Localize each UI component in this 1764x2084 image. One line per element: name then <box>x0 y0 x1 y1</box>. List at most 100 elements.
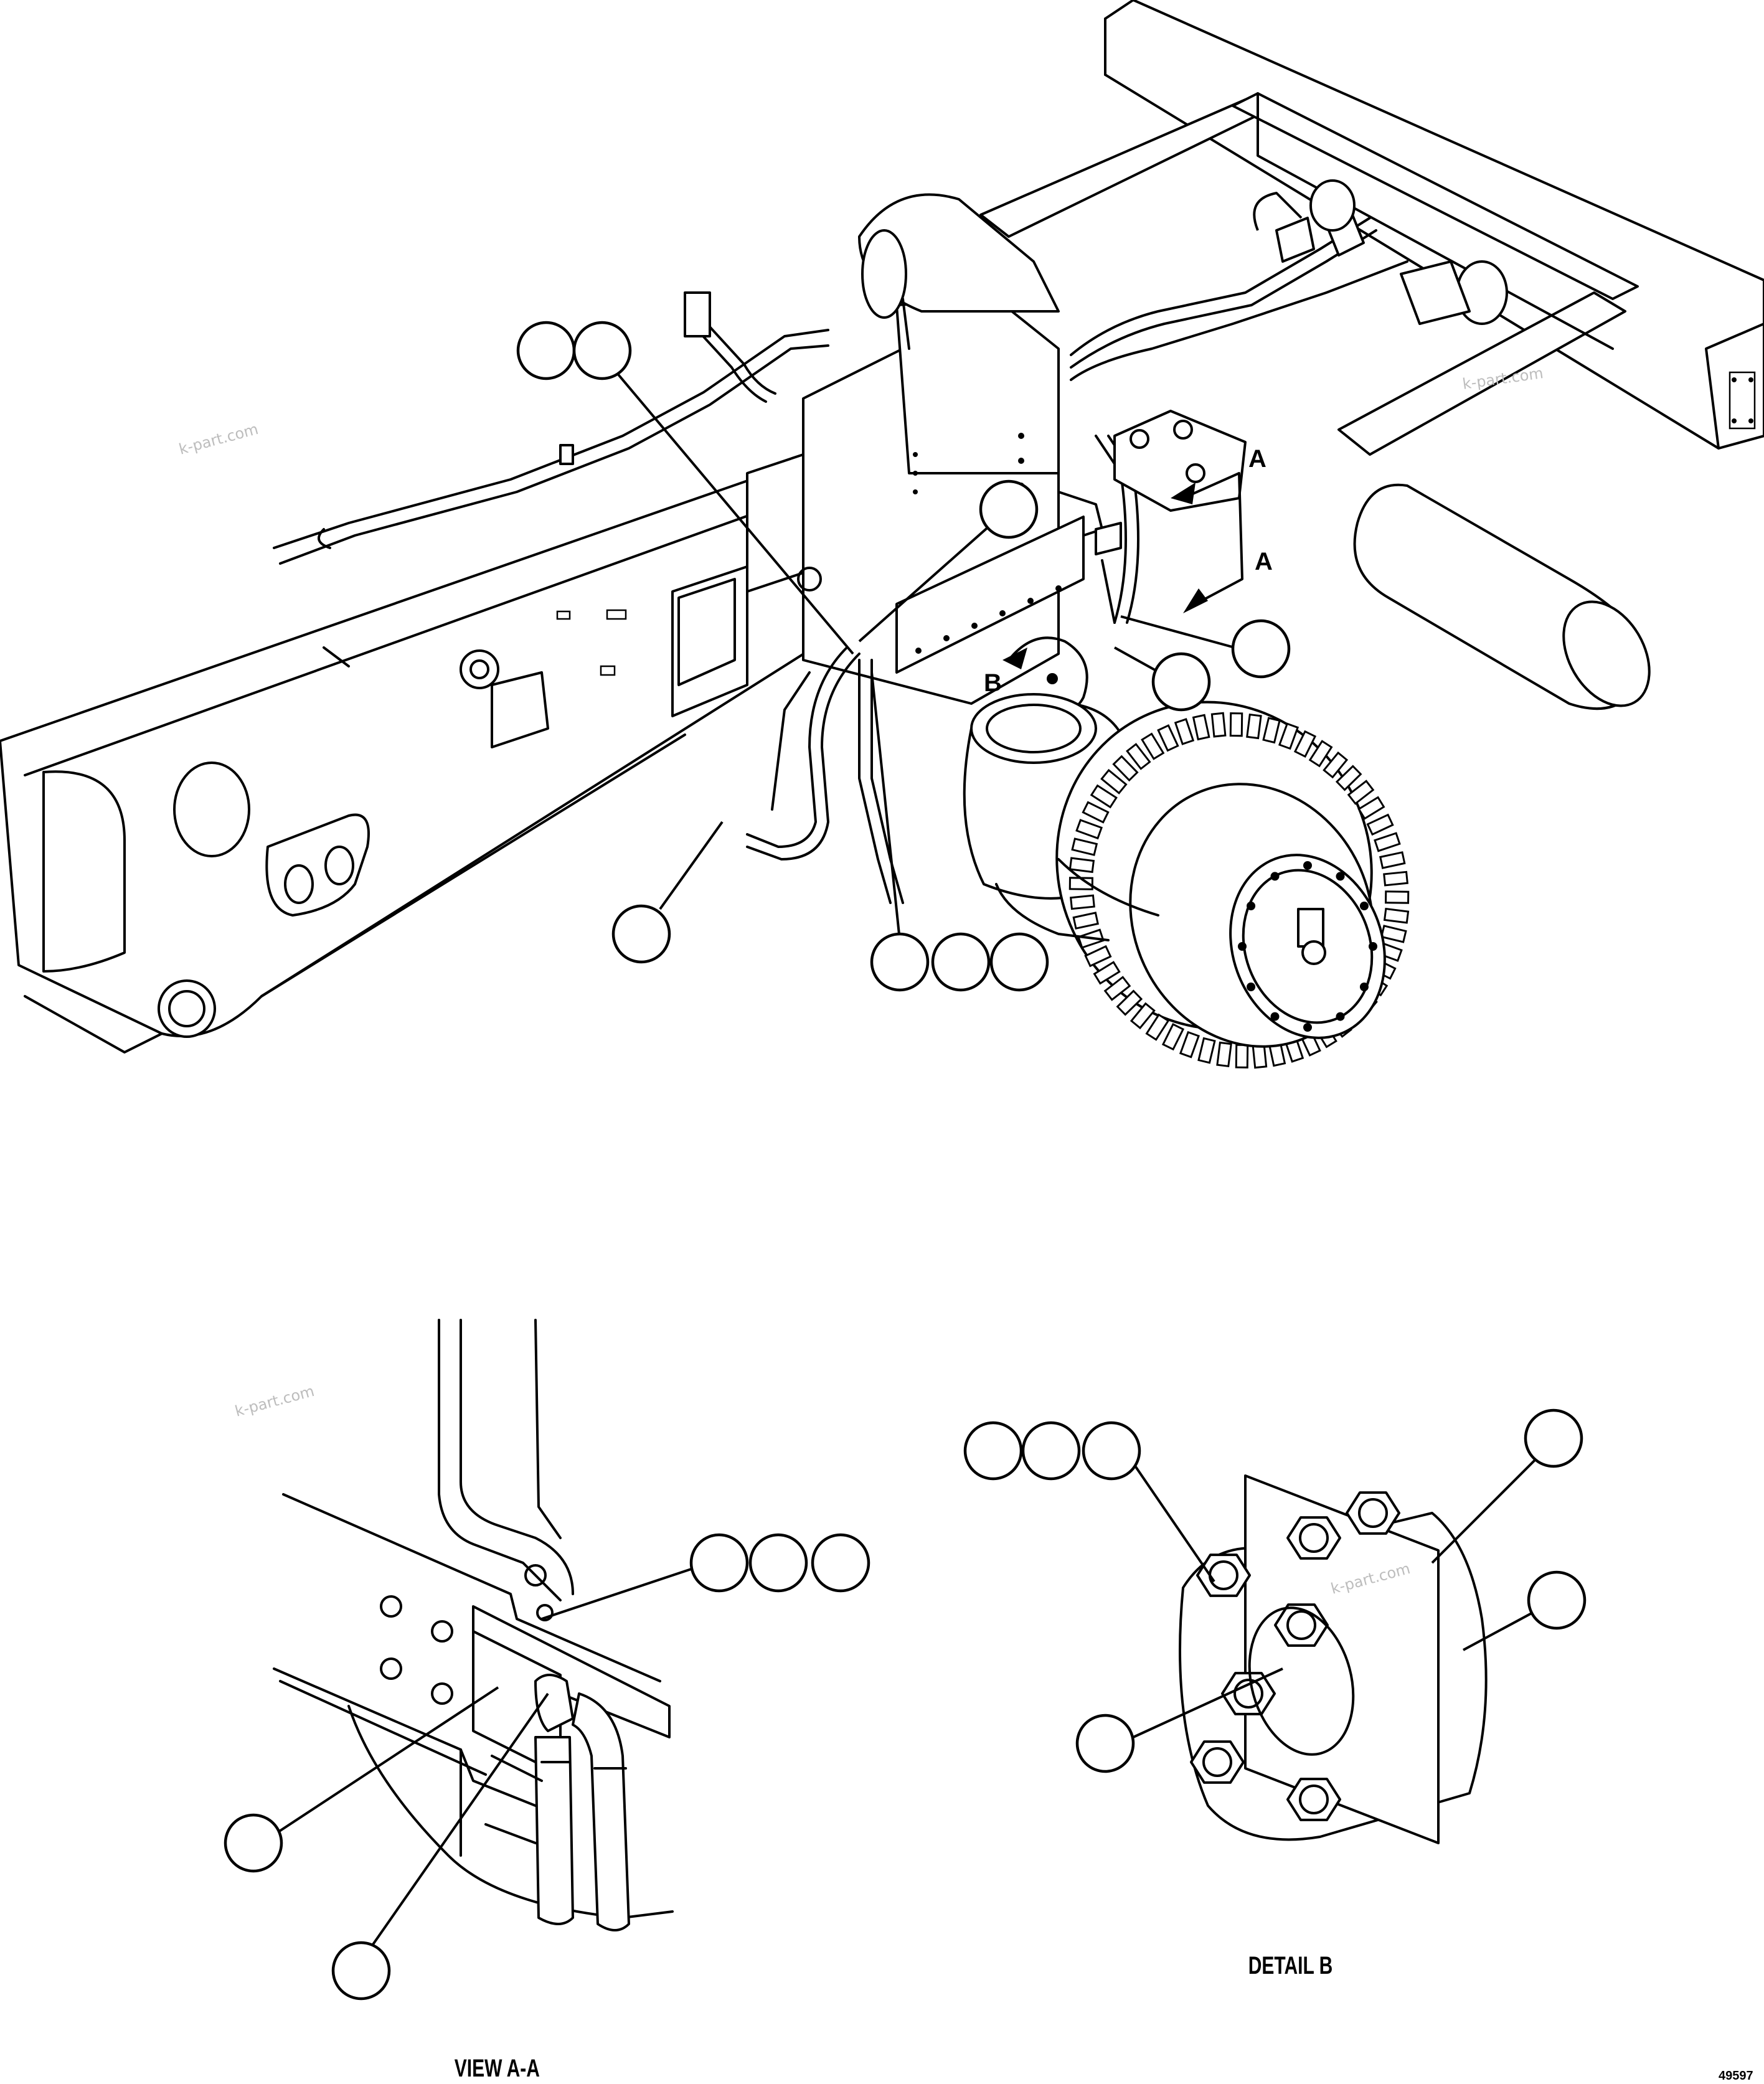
hub-tooth <box>1179 1030 1200 1059</box>
hub-tooth <box>1229 712 1243 737</box>
hub-tooth <box>1383 907 1410 924</box>
hub-tooth <box>1082 801 1110 824</box>
hub-tooth <box>1293 730 1317 758</box>
hub-tooth <box>1210 712 1227 738</box>
callout-bubble <box>979 479 1039 539</box>
hub-tooth <box>1374 832 1401 852</box>
callout-bubble <box>1075 1714 1135 1773</box>
hub-tooth <box>1071 837 1098 856</box>
caption-detail-b: DETAIL B <box>1248 1952 1333 1979</box>
hub-bolt <box>1359 902 1369 910</box>
watermark: k-part.com <box>177 420 260 458</box>
hub-bolt <box>1303 1023 1312 1032</box>
hub-tooth <box>1075 819 1103 840</box>
hub-tooth <box>1323 751 1349 779</box>
section-marker-upper: A <box>1248 445 1266 473</box>
hub-bolt <box>1270 872 1280 881</box>
detail-b: k-part.com DETAIL B <box>963 1408 1587 1979</box>
callout-bubble <box>811 1533 870 1593</box>
hub-tooth <box>1246 713 1262 740</box>
hub-bolt <box>1238 942 1247 951</box>
hub-tooth <box>1335 765 1362 791</box>
main-view-callouts <box>516 321 1291 992</box>
hub-tooth <box>1192 714 1210 741</box>
callout-bubble <box>870 932 930 992</box>
central-housing <box>671 193 1085 717</box>
hub-tooth <box>1090 784 1118 809</box>
hub-tooth <box>1197 1037 1216 1064</box>
hub-tooth <box>1379 851 1406 869</box>
callout-bubble <box>1524 1408 1583 1468</box>
section-arrows: A A <box>1171 445 1273 613</box>
hub-tooth <box>1366 813 1394 836</box>
hub-tooth <box>1072 912 1099 930</box>
callout-bubble <box>1151 652 1211 712</box>
hub-tooth <box>1070 894 1095 910</box>
hub-tooth <box>1383 870 1408 887</box>
hub-bolt <box>1369 942 1377 951</box>
hub-tooth <box>1141 732 1165 760</box>
hex-bolt <box>1196 1554 1251 1597</box>
detail-marker-b: B <box>984 669 1002 697</box>
callout-bubble <box>1231 619 1291 679</box>
hub-tooth <box>1174 718 1195 745</box>
view-aa: k-part.com VIEW A-A <box>224 1319 870 2082</box>
callout-bubble <box>748 1533 808 1593</box>
watermark: k-part.com <box>233 1382 316 1420</box>
drawing-number: 49597 <box>1719 2069 1753 2083</box>
hub-tooth <box>1216 1041 1232 1068</box>
caption-view-aa: VIEW A-A <box>455 2055 540 2082</box>
hub-tooth <box>1262 717 1281 744</box>
hex-bolt <box>1286 1778 1341 1821</box>
hub-tooth <box>1357 796 1385 820</box>
hub-bolt <box>1336 872 1345 881</box>
hub-bolts <box>1238 861 1377 1032</box>
hub-tooth <box>1157 724 1179 752</box>
hub-tooth <box>1161 1023 1185 1051</box>
hub-tooth <box>1116 989 1143 1016</box>
hub-tooth <box>1103 976 1131 1001</box>
hex-bolt <box>1346 1491 1400 1535</box>
callout-bubble <box>572 321 632 380</box>
hub-bolt <box>1270 1012 1280 1021</box>
callout-bubble <box>931 932 991 992</box>
section-marker-lower: A <box>1255 548 1273 575</box>
callout-bubble <box>689 1533 749 1593</box>
hex-bolt <box>1286 1516 1341 1560</box>
hub-tooth <box>1308 740 1333 768</box>
callout-bubble <box>516 321 576 380</box>
callout-bubble <box>989 932 1049 992</box>
hub-tooth <box>1084 945 1112 968</box>
hub-tooth <box>1347 780 1375 805</box>
callout-bubble <box>331 1941 391 2001</box>
hub-bolt <box>1247 902 1256 910</box>
hub-tooth <box>1112 755 1139 782</box>
hub-bolt <box>1247 983 1256 991</box>
hub-tooth <box>1130 1002 1156 1030</box>
wheel-hub <box>995 700 1410 1069</box>
hub-tooth <box>1145 1013 1170 1041</box>
hub-tooth <box>1068 857 1095 874</box>
hub-tooth <box>1093 961 1121 985</box>
axle-tube <box>1353 483 1651 710</box>
center-hoses <box>746 179 1508 904</box>
frame-hydraulic-line <box>273 291 829 565</box>
hub-tooth <box>1278 722 1299 750</box>
hub-bolt <box>1303 861 1312 870</box>
callout-bubble <box>224 1813 283 1873</box>
hub-bolt <box>1359 983 1369 991</box>
mounting-bracket <box>1057 410 1247 624</box>
hub-bolt <box>1336 1012 1345 1021</box>
callout-bubble <box>1527 1570 1587 1630</box>
hub-tooth <box>1235 1044 1249 1068</box>
hub-tooth <box>1380 925 1407 943</box>
main-assembly-view: A A B <box>0 0 1764 1069</box>
hub-tooth <box>1126 743 1151 770</box>
callout-bubble <box>1021 1421 1081 1481</box>
callout-bubble <box>963 1421 1023 1481</box>
callout-bubble <box>611 904 671 964</box>
hex-bolt <box>1190 1740 1245 1784</box>
rear-frame-rails <box>979 92 1639 456</box>
hex-bolt <box>1221 1672 1276 1715</box>
